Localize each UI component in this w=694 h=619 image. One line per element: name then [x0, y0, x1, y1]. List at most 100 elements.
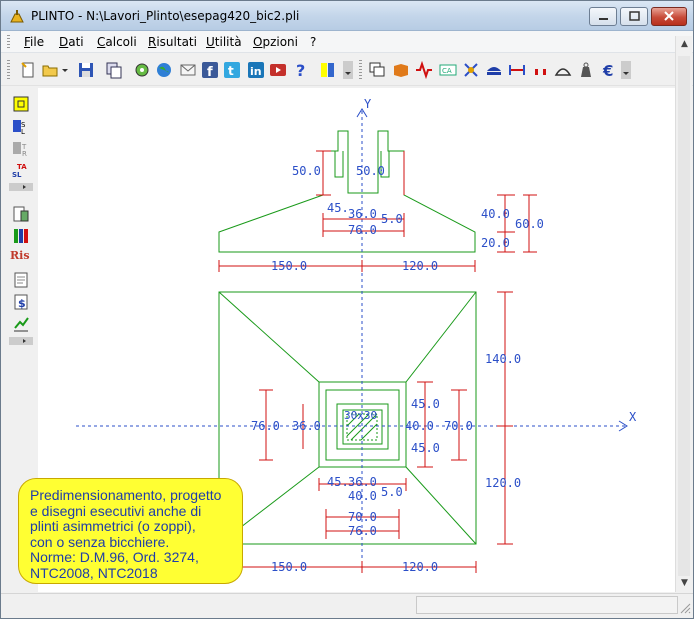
facebook-icon[interactable]: f: [201, 61, 219, 79]
toolbar-grip[interactable]: [7, 60, 10, 80]
save-icon[interactable]: [77, 61, 95, 79]
document-icon[interactable]: [12, 271, 30, 289]
section-icon[interactable]: [485, 61, 503, 79]
dim-45-r1: 45.0: [411, 397, 440, 411]
dim-40-side: 40.0: [481, 207, 510, 221]
twitter-icon[interactable]: t: [223, 61, 241, 79]
dim-36-left: 36.0: [292, 419, 321, 433]
dimension-icon[interactable]: [508, 61, 526, 79]
book-icon[interactable]: [392, 61, 410, 79]
mail-icon[interactable]: [179, 61, 197, 79]
dim-70-bot: 70.0: [348, 510, 377, 524]
elevation-outline: [218, 130, 476, 253]
tr-icon[interactable]: TR: [12, 139, 30, 157]
menu-help[interactable]: ?: [310, 35, 317, 49]
menu-dati[interactable]: Dati: [59, 35, 84, 49]
socket-size: 30x30: [344, 409, 377, 422]
axis-y-label: Y: [364, 97, 372, 111]
overflow2-icon[interactable]: [621, 61, 631, 79]
dim-76-bot: 76.0: [348, 524, 377, 538]
chart-icon[interactable]: [12, 315, 30, 333]
drawing-canvas[interactable]: Y X 50.0 50.0 45. 36.0 5.0 76.0 40.0 60.…: [38, 88, 684, 592]
menu-file[interactable]: File: [24, 35, 45, 49]
svg-text:SL: SL: [12, 171, 22, 179]
status-bar: [1, 593, 693, 618]
linkedin-icon[interactable]: in: [247, 61, 265, 79]
dim-76-top: 76.0: [348, 223, 377, 237]
svg-text:t: t: [228, 64, 234, 78]
dim-plan-v-left: [259, 389, 304, 461]
svg-text:in: in: [250, 65, 262, 78]
resize-grip-icon[interactable]: [679, 602, 691, 614]
open-folder-icon[interactable]: [41, 61, 59, 79]
svg-text:TA: TA: [17, 163, 27, 171]
windows-icon[interactable]: [368, 61, 386, 79]
menu-utilita[interactable]: Utilità: [206, 35, 242, 49]
plinth-icon[interactable]: [12, 95, 30, 113]
dim-140: 140.0: [485, 352, 521, 366]
calc-icon[interactable]: CA: [439, 61, 457, 79]
expand-arrow-icon[interactable]: [9, 183, 33, 191]
euro-icon[interactable]: €: [600, 61, 618, 79]
scroll-track[interactable]: [678, 56, 690, 576]
support-icon[interactable]: [532, 61, 550, 79]
dim-120-top: 120.0: [402, 259, 438, 273]
main-toolbar: f t in ? CA €: [1, 54, 693, 86]
colors-icon[interactable]: [12, 227, 30, 245]
help-icon[interactable]: ?: [293, 61, 311, 79]
minimize-icon: [599, 18, 608, 20]
text-icon[interactable]: [319, 61, 337, 79]
vertical-scrollbar[interactable]: ▲ ▼: [675, 36, 692, 592]
svg-text:$: $: [18, 297, 26, 310]
dim-plan-v-right: [497, 291, 513, 545]
minimize-button[interactable]: [589, 7, 617, 26]
window-title: PLINTO - N:\Lavori_Plinto\esepag420_bic2…: [31, 9, 300, 23]
shape-icon[interactable]: [554, 61, 572, 79]
ris-label[interactable]: Ris: [10, 249, 30, 262]
svg-text:L: L: [21, 128, 25, 135]
dim-plan-h-low: [318, 478, 407, 539]
svg-text:CA: CA: [442, 67, 452, 75]
new-file-icon[interactable]: [19, 61, 37, 79]
dim-45-r2: 45.0: [411, 441, 440, 455]
menu-calcoli[interactable]: Calcoli: [97, 35, 137, 49]
report-icon[interactable]: [12, 205, 30, 223]
network-icon[interactable]: [462, 61, 480, 79]
svg-text:T: T: [21, 143, 27, 151]
menu-risultati[interactable]: Risultati: [148, 35, 197, 49]
title-bar: PLINTO - N:\Lavori_Plinto\esepag420_bic2…: [1, 1, 693, 31]
sum-icon[interactable]: $: [12, 293, 30, 311]
scroll-up-icon[interactable]: ▲: [681, 39, 688, 49]
youtube-icon[interactable]: [269, 61, 287, 79]
hatch-lines: [346, 413, 378, 441]
sl-icon[interactable]: SL: [12, 117, 30, 135]
copy-icon[interactable]: [105, 61, 123, 79]
dim-45-bot: 45.: [327, 475, 349, 489]
dim-5-top: 5.0: [381, 212, 403, 226]
dim-150-top: 150.0: [271, 259, 307, 273]
expand-arrow2-icon[interactable]: [9, 337, 33, 345]
maximize-button[interactable]: [620, 7, 648, 26]
close-icon: [664, 11, 674, 21]
rebar-icon[interactable]: [415, 61, 433, 79]
dim-5-bot: 5.0: [381, 485, 403, 499]
dim-40-mid: 40.0: [405, 419, 434, 433]
menu-opzioni[interactable]: Opzioni: [253, 35, 298, 49]
dim-elev-v-side: [497, 194, 537, 253]
dim-20-side: 20.0: [481, 236, 510, 250]
chevron-down-icon[interactable]: [61, 61, 69, 79]
scroll-down-icon[interactable]: ▼: [681, 578, 688, 588]
dim-120-bot: 120.0: [402, 560, 438, 574]
globe-icon[interactable]: [155, 61, 173, 79]
menu-bar: File Dati Calcoli Risultati Utilità Opzi…: [1, 31, 693, 53]
toolbar2-grip[interactable]: [359, 60, 362, 80]
dim-36-top: 36.0: [348, 207, 377, 221]
weight-icon[interactable]: [577, 61, 595, 79]
dim-150-bot: 150.0: [271, 560, 307, 574]
close-button[interactable]: [651, 7, 687, 26]
menu-grip[interactable]: [7, 35, 10, 49]
overflow-icon[interactable]: [343, 61, 353, 79]
settings-icon[interactable]: [133, 61, 151, 79]
